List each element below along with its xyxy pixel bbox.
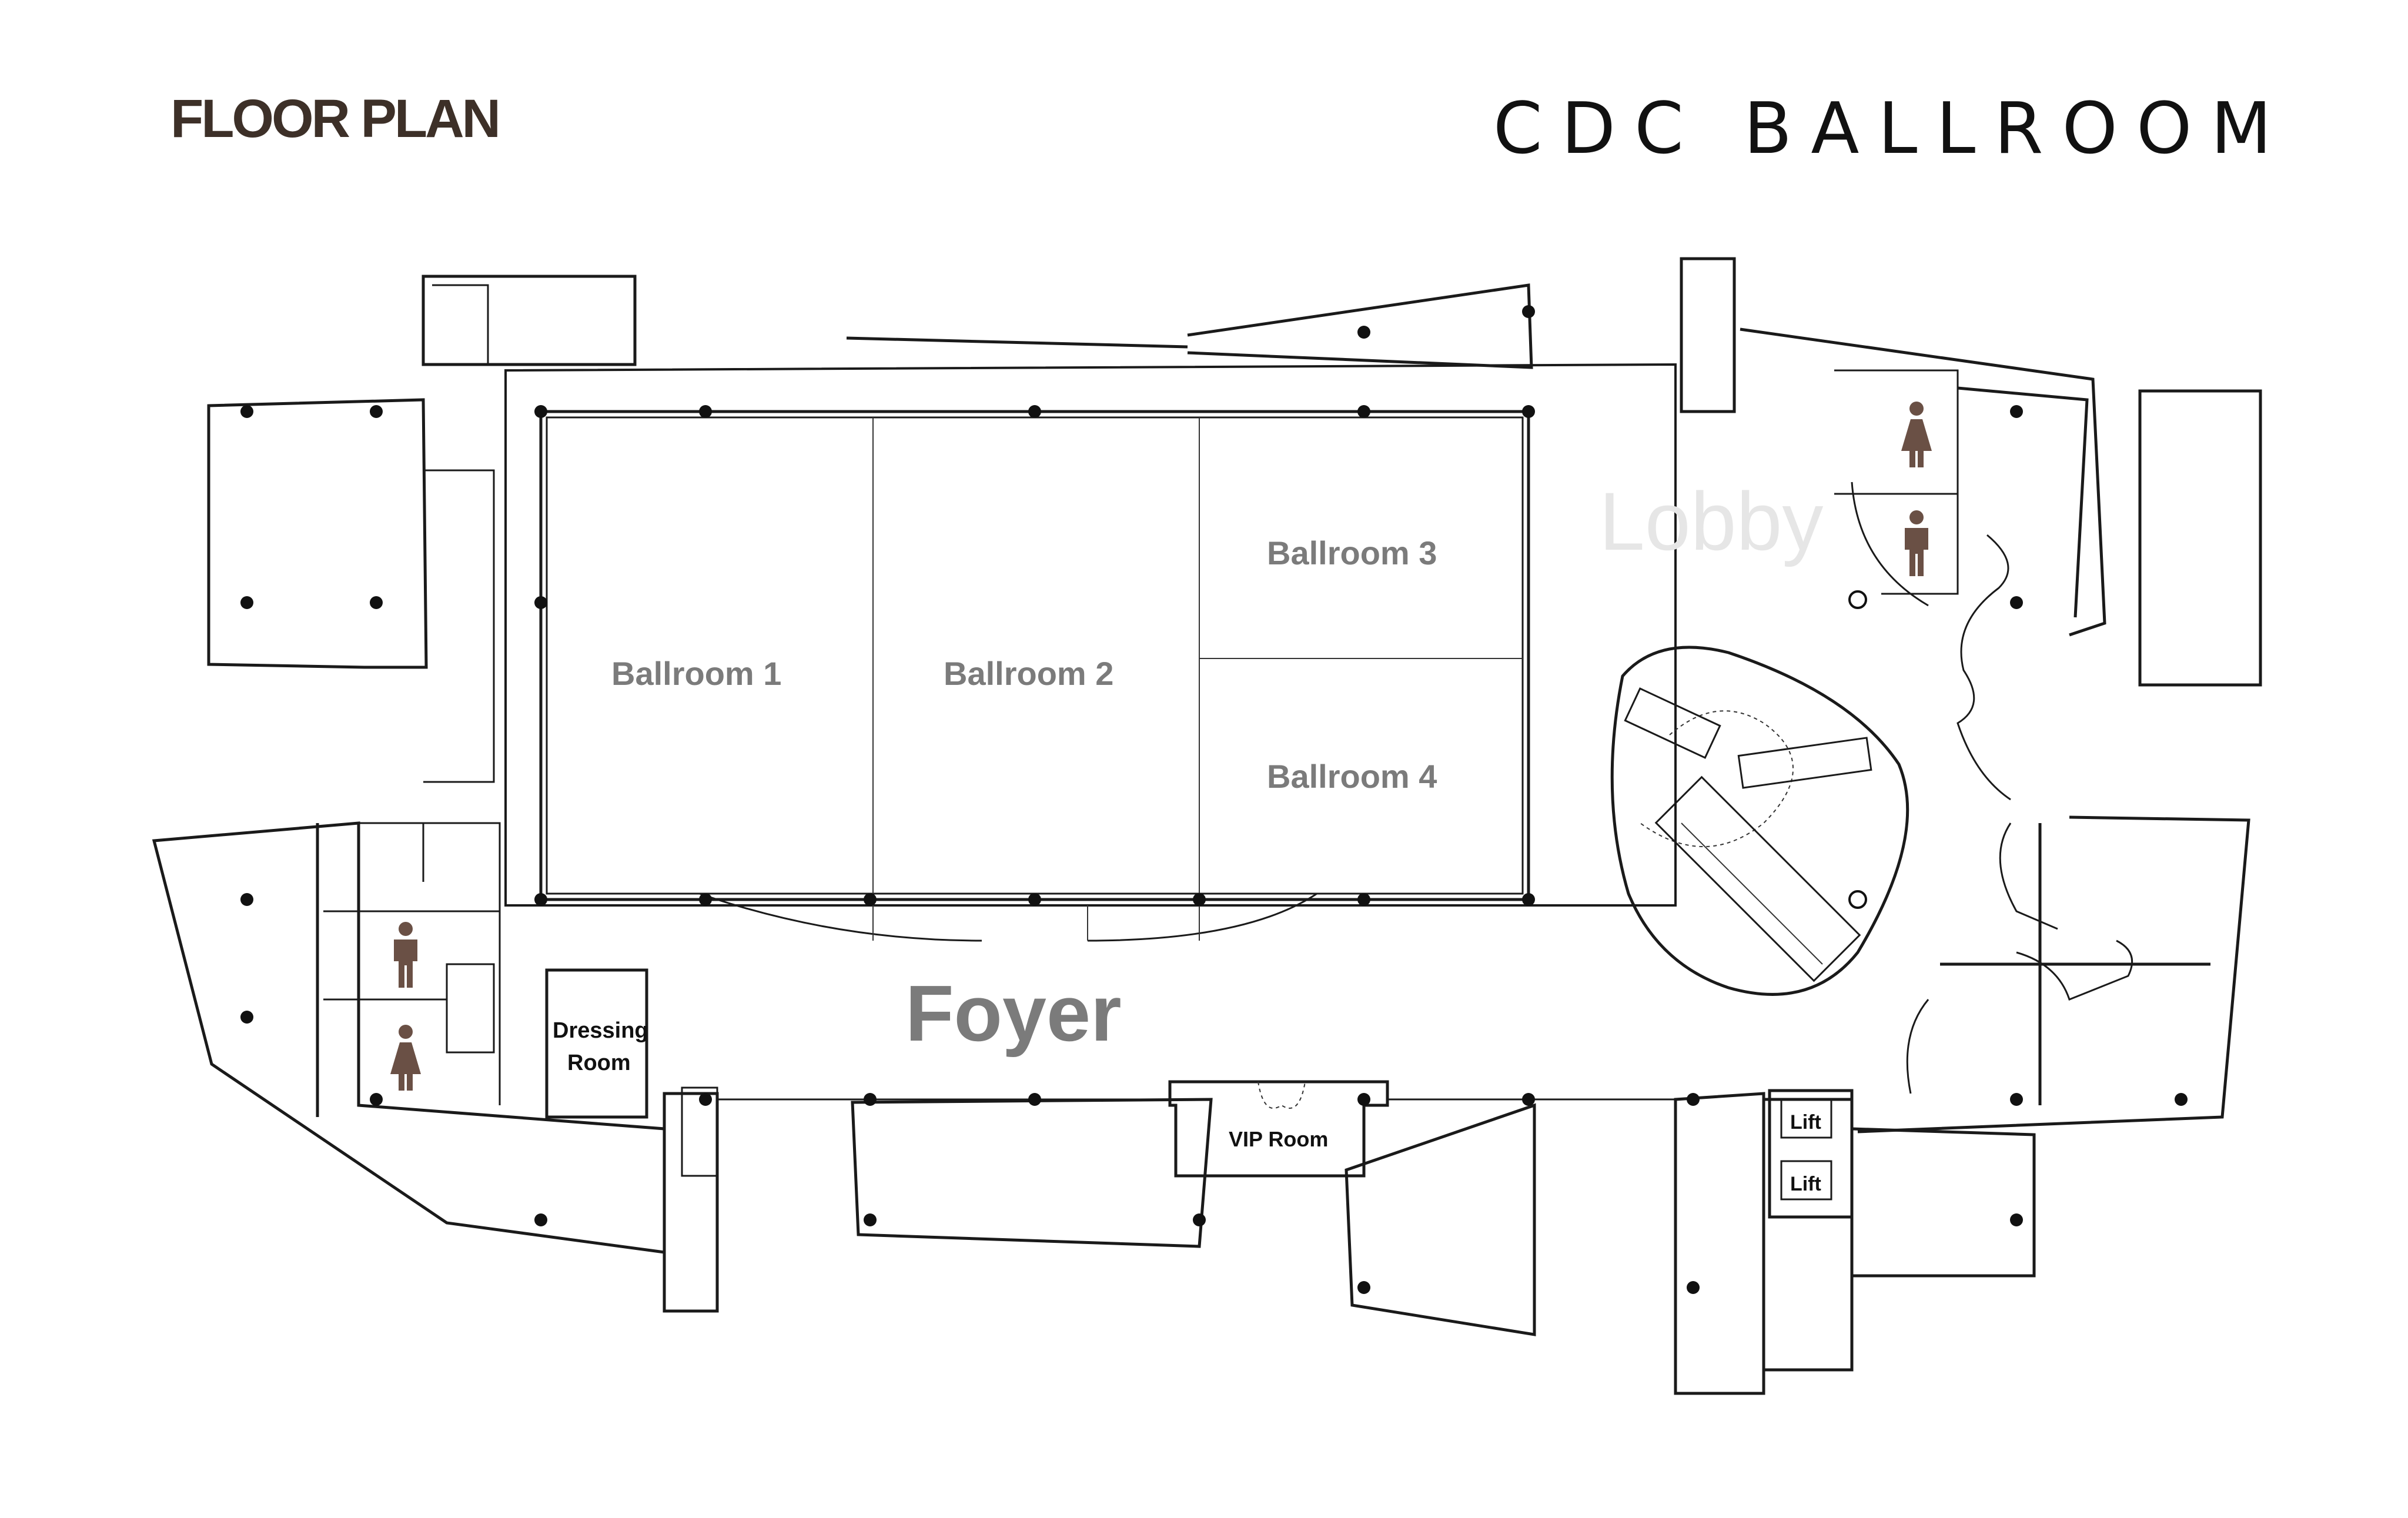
structural-columns	[240, 305, 2188, 1294]
escalator-3	[1654, 775, 1861, 982]
building-outline	[152, 257, 2262, 1395]
dressing-room-label-line2: Room	[567, 1051, 631, 1075]
ballroom-4-label: Ballroom 4	[1267, 758, 1437, 795]
escalator-island	[1610, 646, 1909, 996]
male-restroom-icon	[1905, 510, 1928, 576]
ballroom-3-label: Ballroom 3	[1267, 534, 1437, 571]
vip-room-label: VIP Room	[1229, 1127, 1328, 1151]
lobby-label: Lobby	[1599, 475, 1823, 567]
lobby-curved-walls	[1851, 482, 2133, 1094]
female-restroom-icon	[1901, 402, 1932, 467]
ballroom-1-label: Ballroom 1	[611, 655, 781, 692]
ballroom-2-label: Ballroom 2	[944, 655, 1113, 692]
lift-1-label: Lift	[1790, 1111, 1821, 1134]
dressing-room-label-line1: Dressing	[553, 1018, 648, 1043]
foyer-label: Foyer	[905, 969, 1122, 1058]
escalator-1	[1624, 687, 1721, 759]
ballroom-dividers	[699, 417, 1523, 942]
escalator-2	[1737, 737, 1872, 789]
lift-2-label: Lift	[1790, 1173, 1821, 1195]
venue-title: CDC BALLROOM	[1493, 88, 2290, 170]
floor-plan-heading: FLOOR PLAN	[170, 89, 501, 149]
female-restroom-icon	[390, 1025, 421, 1091]
male-restroom-icon	[394, 922, 417, 988]
